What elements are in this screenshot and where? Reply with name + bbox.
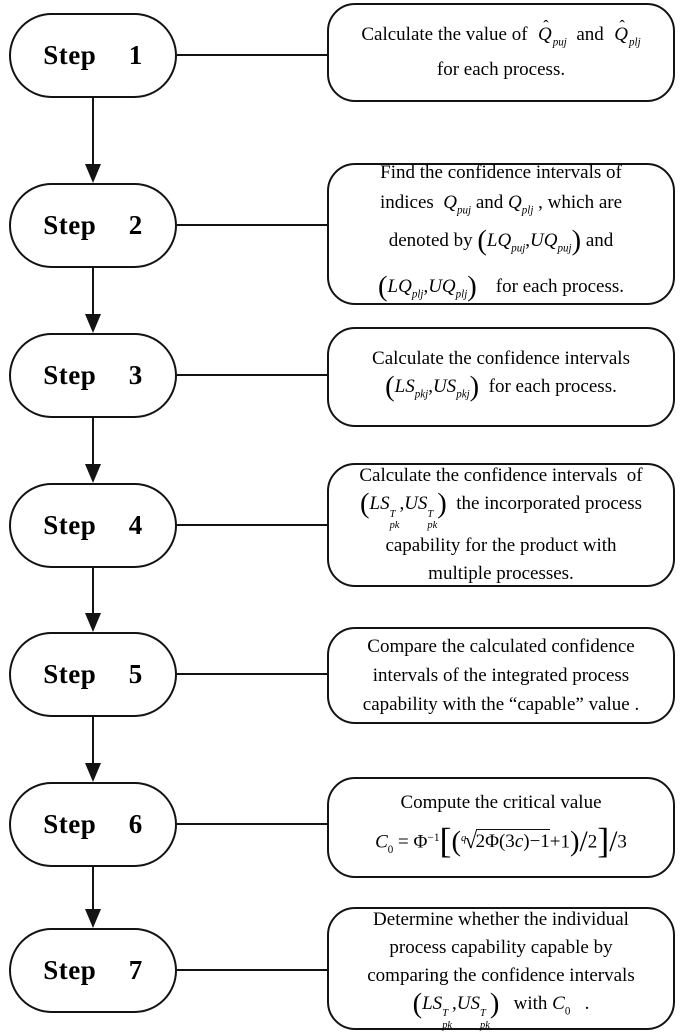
text-line: denoted by (LQpuj,UQpuj) and xyxy=(388,225,614,257)
step-1-connector-line xyxy=(177,54,328,57)
text-line: indices Qpuj and Qplj , which are xyxy=(379,192,623,217)
step-7-label: Step 7 xyxy=(43,955,143,985)
step-4-description-box: Calculate the confidence intervals of(LS… xyxy=(327,463,675,587)
step-4-connector-line xyxy=(177,524,328,527)
arrowhead-icon xyxy=(85,314,101,333)
text-line: capability with the “capable” value . xyxy=(362,694,640,715)
step-2-connector-line xyxy=(177,224,328,227)
step-5-label: Step 5 xyxy=(43,659,143,689)
step-2-label: Step 2 xyxy=(43,210,143,240)
arrowhead-icon xyxy=(85,464,101,483)
text-line: Compare the calculated confidence xyxy=(367,636,635,657)
arrowhead-icon xyxy=(85,763,101,782)
step-3-connector-line xyxy=(177,374,328,377)
arrow-shaft xyxy=(91,268,95,318)
step-6-description-box: Compute the critical value C0 = Φ−1[(q√2Φ… xyxy=(327,777,675,878)
arrow-step3-to-step4 xyxy=(85,418,101,483)
text-line: Compute the critical value xyxy=(400,792,602,814)
step-5-connector-line xyxy=(177,673,328,676)
arrowhead-icon xyxy=(85,909,101,928)
arrow-shaft xyxy=(91,867,95,913)
arrow-step2-to-step3 xyxy=(85,268,101,333)
step-4-label: Step 4 xyxy=(43,510,143,540)
step-7-description-box: Determine whether the individual process … xyxy=(327,907,675,1031)
step-3-node: Step 3 xyxy=(9,333,177,418)
step-5-description-box: Compare the calculated confidence interva… xyxy=(327,627,675,724)
step-3-description-box: Calculate the confidence intervals(LSpkj… xyxy=(327,327,675,427)
step-7-connector-line xyxy=(177,969,328,972)
text-line: (LQplj,UQplj) for each process. xyxy=(378,271,624,303)
text-line: Find the confidence intervals of xyxy=(380,162,622,184)
arrow-shaft xyxy=(91,568,95,617)
text-line: Calculate the value of Qpuj and Qplj xyxy=(361,21,640,57)
text-line: Determine whether the individual xyxy=(373,908,629,930)
step-1-label: Step 1 xyxy=(43,40,143,70)
text-line: for each process. xyxy=(436,59,566,81)
text-line: (LSpkj,USpkj) for each process. xyxy=(385,371,617,403)
text-line: C0 = Φ−1[(q√2Φ(3c)−1+1)/2]/3 xyxy=(375,820,627,861)
step-1-description-box: Calculate the value of Qpuj and Qpljfor … xyxy=(327,3,675,102)
step-5-node: Step 5 xyxy=(9,632,177,717)
step-6-node: Step 6 xyxy=(9,782,177,867)
step-2-description-box: Find the confidence intervals of indices … xyxy=(327,162,675,305)
arrow-step1-to-step2 xyxy=(85,98,101,183)
step-1-node: Step 1 xyxy=(9,13,177,98)
step-6-connector-line xyxy=(177,823,328,826)
step-3-label: Step 3 xyxy=(43,360,143,390)
text-line: capability for the product with xyxy=(385,534,617,556)
arrow-shaft xyxy=(91,98,95,168)
text-line: comparing the confidence intervals xyxy=(367,964,635,986)
step-4-node: Step 4 xyxy=(9,483,177,568)
step-7-node: Step 7 xyxy=(9,928,177,1013)
arrow-shaft xyxy=(91,717,95,767)
step-6-label: Step 6 xyxy=(43,809,143,839)
text-line: intervals of the integrated process xyxy=(372,665,630,686)
text-line: Calculate the confidence intervals of xyxy=(359,465,643,487)
arrow-step6-to-step7 xyxy=(85,867,101,928)
arrow-shaft xyxy=(91,418,95,468)
text-line: multiple processes. xyxy=(428,562,574,584)
arrow-step4-to-step5 xyxy=(85,568,101,632)
arrowhead-icon xyxy=(85,164,101,183)
text-line: process capability capable by xyxy=(389,936,613,958)
arrow-step5-to-step6 xyxy=(85,717,101,782)
step-2-node: Step 2 xyxy=(9,183,177,268)
arrowhead-icon xyxy=(85,613,101,632)
text-line: Calculate the confidence intervals xyxy=(372,348,630,370)
